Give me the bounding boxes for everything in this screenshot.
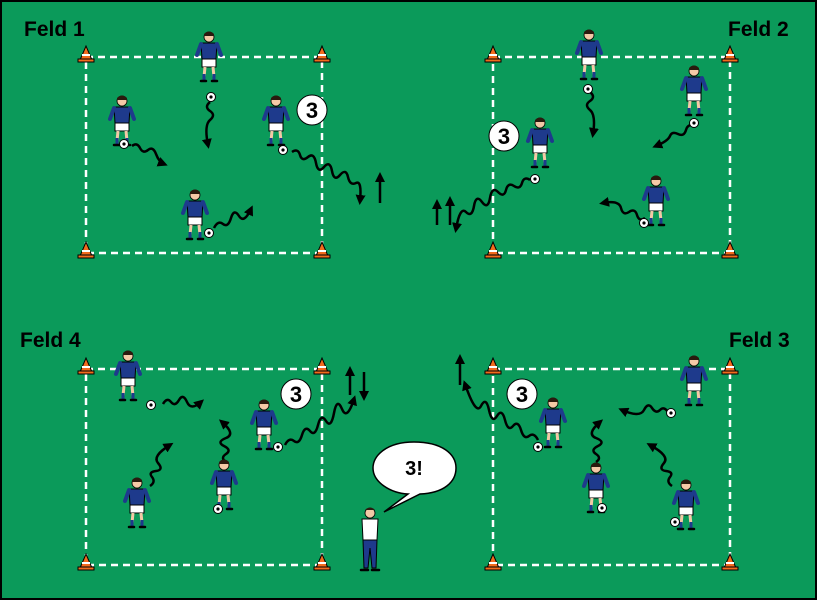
cone-icon [484,45,502,63]
player-icon [181,187,209,241]
arrow-icon [218,419,232,464]
badge-text: 3 [306,98,318,123]
arrow-icon [585,91,599,138]
arrow-icon [646,443,673,488]
cone-icon [313,241,331,259]
ball-icon [666,408,676,418]
badge-text: 3 [516,382,528,407]
ball-icon [670,517,680,527]
players-field-3 [533,353,708,531]
badge-field-1: 3 [296,94,328,126]
arrow-icon [161,395,204,410]
field-2-label: Feld 2 [728,18,789,41]
ball-icon [213,504,223,514]
cone-icon [484,553,502,571]
arrow-icon [149,442,174,488]
ball-icon [146,400,156,410]
player-icon [210,457,238,511]
player-icon [114,348,142,402]
arrow-icon [652,123,696,149]
arrow-icon [462,380,540,441]
cone-icon [721,45,739,63]
player-icon [680,353,708,407]
badge-text: 3 [498,124,510,149]
arrow-icon [618,404,670,418]
badge-field-4: 3 [280,378,312,410]
cone-icon [313,357,331,375]
dribble-arrows [131,91,696,488]
player-icon [642,173,670,227]
ball-icon [206,92,216,102]
players-field-2 [526,27,708,228]
ball-icon [597,503,607,513]
arrow-icon [291,149,366,205]
badge-text: 3 [290,382,302,407]
ball-icon [204,228,214,238]
field-1-boundary [84,55,324,255]
cone-icon [77,357,95,375]
arrow-icon [452,177,531,233]
ball-icon [278,145,288,155]
arrow-icon [599,196,646,221]
field-1-label: Feld 1 [24,18,85,41]
badge-field-3: 3 [506,378,538,410]
cone-icon [484,357,502,375]
ball-icon [119,139,129,149]
player-icon [250,397,278,451]
cone-icon [77,553,95,571]
player-icon [539,395,567,449]
ball-icon [530,174,540,184]
cone-icon [484,241,502,259]
field-4-label: Feld 4 [20,329,81,352]
arrow-icon [283,395,357,446]
ball-icon [583,84,593,94]
cone-icon [313,45,331,63]
arrow-icon [212,205,253,229]
field-3-boundary [491,367,732,567]
coach-icon [359,507,381,572]
cone-icon [77,241,95,259]
field-3-label: Feld 3 [729,329,790,352]
cone-icon [77,45,95,63]
ball-icon [273,442,283,452]
player-icon [262,93,290,147]
cone-icon [721,553,739,571]
player-icon [680,63,708,117]
player-icon [108,93,136,147]
player-icon [123,475,151,529]
player-icon [575,27,603,81]
arrow-icon [131,143,168,167]
players-field-1 [108,29,290,241]
ball-icon [639,218,649,228]
field-2-boundary [491,55,732,255]
cone-icon [721,357,739,375]
speech-bubble-icon: 3! [372,441,457,513]
ball-icon [533,442,543,452]
ball-icon [689,118,699,128]
cone-icon [313,553,331,571]
players-field-4 [114,348,283,529]
player-icon [526,115,554,169]
arrow-icon [201,101,215,149]
arrow-icon [590,419,604,464]
cone-icon [721,241,739,259]
badge-field-2: 3 [488,120,520,152]
coach-speech-text: 3! [405,458,423,480]
